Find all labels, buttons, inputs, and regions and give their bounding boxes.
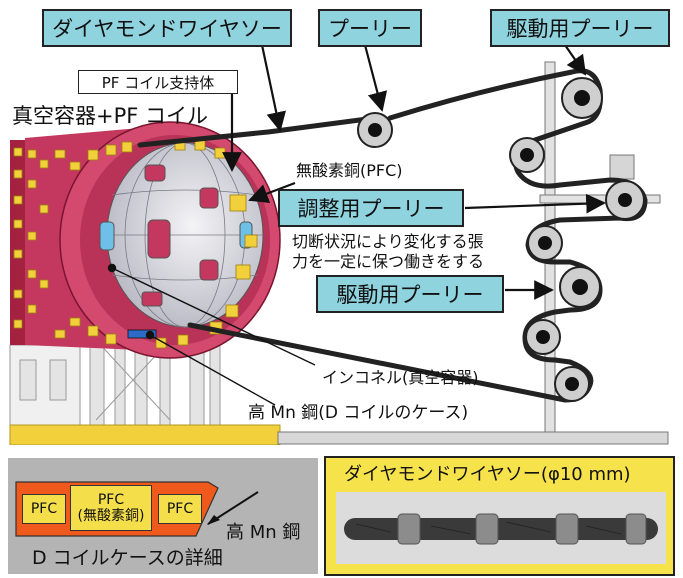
label-pf-coil-support: PF コイル支持体: [78, 70, 238, 94]
main-diagram: [9, 44, 669, 445]
pfc-left-block: PFC: [22, 494, 66, 524]
label-inconel: インコネル(真空容器): [322, 368, 479, 387]
label-drive-pulley-top: 駆動用プーリー: [490, 9, 670, 47]
vacuum-vessel: [10, 121, 281, 359]
pfc-center-line2: (無酸素銅): [77, 508, 145, 524]
tension-note-line1: 切断状況により変化する張: [292, 232, 484, 251]
label-pulley: プーリー: [318, 9, 422, 47]
annotation-arrows: [222, 44, 606, 300]
coil-support-blocks: [13, 139, 258, 349]
pfc-right-block: PFC: [158, 494, 202, 524]
label-vacuum-vessel-pf: 真空容器+PF コイル: [12, 104, 209, 128]
label-diamond-wire-saw: ダイヤモンドワイヤソー: [42, 9, 292, 47]
wire-panel-title: ダイヤモンドワイヤソー(φ10 mm): [344, 464, 631, 485]
detail-caption: D コイルケースの詳細: [32, 547, 223, 569]
d-coil-case-detail-panel: PFC PFC (無酸素銅) PFC 高 Mn 鋼 D コイルケースの詳細: [8, 458, 318, 574]
wire-saw-photo-panel: ダイヤモンドワイヤソー(φ10 mm): [324, 456, 675, 576]
label-high-mn-steel-case: 高 Mn 鋼(D コイルのケース): [248, 403, 469, 423]
wire-saw-photo: [336, 492, 666, 564]
pfc-center-block: PFC (無酸素銅): [70, 485, 152, 531]
label-oxygen-free-copper: 無酸素銅(PFC): [296, 161, 403, 180]
tension-note-line2: 力を一定に保つ働きをする: [292, 252, 485, 271]
label-drive-pulley-mid: 駆動用プーリー: [316, 275, 504, 313]
support-structure: [9, 329, 221, 426]
base-floor: [9, 424, 281, 445]
pfc-center-line1: PFC: [97, 491, 125, 508]
label-adjust-pulley: 調整用プーリー: [278, 189, 464, 227]
label-high-mn: 高 Mn 鋼: [226, 522, 301, 543]
